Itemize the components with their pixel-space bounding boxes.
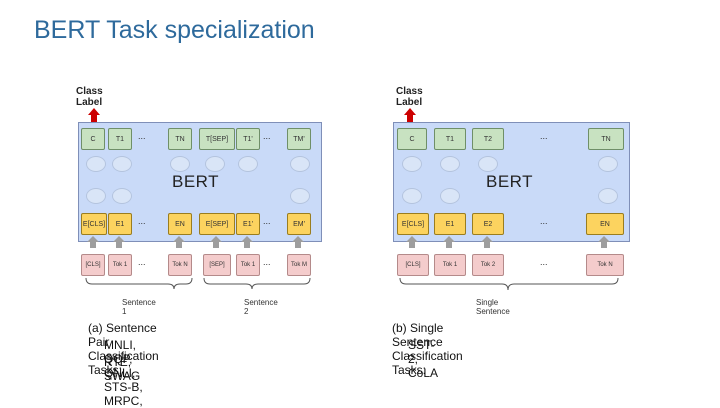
bert-label: BERT	[172, 172, 220, 191]
output-ellipsis: ...	[540, 131, 548, 141]
input-token: Tok 1	[108, 254, 132, 276]
hidden-node	[170, 156, 190, 172]
class-label: Class Label	[76, 86, 103, 108]
hidden-node	[440, 156, 460, 172]
input-token: [CLS]	[397, 254, 429, 276]
hidden-node	[86, 156, 106, 172]
output-token: T1	[108, 128, 132, 150]
embedding-token: E[CLS]	[81, 213, 107, 235]
embedding-ellipsis: ...	[263, 216, 271, 226]
output-token: C	[81, 128, 105, 150]
hidden-node	[440, 188, 460, 204]
hidden-node	[86, 188, 106, 204]
input-token: Tok N	[586, 254, 624, 276]
hidden-node	[598, 156, 618, 172]
hidden-node	[478, 156, 498, 172]
output-token: TN	[588, 128, 624, 150]
caption-a-line1: (a) Sentence Pair Classification Tasks:	[88, 321, 159, 377]
embedding-token: E1	[108, 213, 132, 235]
embedding-ellipsis: ...	[138, 216, 146, 226]
caption-b-line1: (b) Single Sentence Classification Tasks…	[392, 321, 463, 377]
input-token: Tok 1	[236, 254, 260, 276]
input-token: Tok M	[287, 254, 311, 276]
output-token: TM'	[287, 128, 311, 150]
hidden-node	[112, 156, 132, 172]
embedding-token: E1'	[236, 213, 260, 235]
output-token: T1	[434, 128, 466, 150]
hidden-node	[402, 156, 422, 172]
embedding-token: EN	[168, 213, 192, 235]
hidden-node	[112, 188, 132, 204]
bert-label: BERT	[486, 172, 534, 191]
input-ellipsis: ...	[540, 257, 548, 267]
hidden-node	[290, 156, 310, 172]
output-token: C	[397, 128, 427, 150]
input-token: [CLS]	[81, 254, 105, 276]
slide-title: BERT Task specialization	[34, 16, 315, 44]
input-token: Tok 2	[472, 254, 504, 276]
embedding-token: E1	[434, 213, 466, 235]
output-token: T2	[472, 128, 504, 150]
class-label: Class Label	[396, 86, 423, 108]
input-token: Tok 1	[434, 254, 466, 276]
embedding-token: E[SEP]	[199, 213, 235, 235]
output-token: TN	[168, 128, 192, 150]
embedding-token: E[CLS]	[397, 213, 429, 235]
input-token: Tok N	[168, 254, 192, 276]
input-ellipsis: ...	[138, 257, 146, 267]
input-ellipsis: ...	[263, 257, 271, 267]
caption-a-line3: RTE, SWAG	[104, 355, 141, 383]
embedding-token: E2	[472, 213, 504, 235]
embedding-token: EM'	[287, 213, 311, 235]
input-token: [SEP]	[203, 254, 231, 276]
caption-b-line2: SST-2, CoLA	[408, 338, 439, 380]
hidden-node	[205, 156, 225, 172]
single-sentence-label: Single Sentence	[476, 298, 510, 316]
hidden-node	[290, 188, 310, 204]
sentence-2-label: Sentence 2	[244, 298, 278, 316]
embedding-ellipsis: ...	[540, 216, 548, 226]
output-ellipsis: ...	[263, 131, 271, 141]
embedding-token: EN	[586, 213, 624, 235]
sentence-1-label: Sentence 1	[122, 298, 156, 316]
hidden-node	[402, 188, 422, 204]
output-ellipsis: ...	[138, 131, 146, 141]
hidden-node	[598, 188, 618, 204]
output-token: T1'	[236, 128, 260, 150]
hidden-node	[238, 156, 258, 172]
output-token: T[SEP]	[199, 128, 235, 150]
